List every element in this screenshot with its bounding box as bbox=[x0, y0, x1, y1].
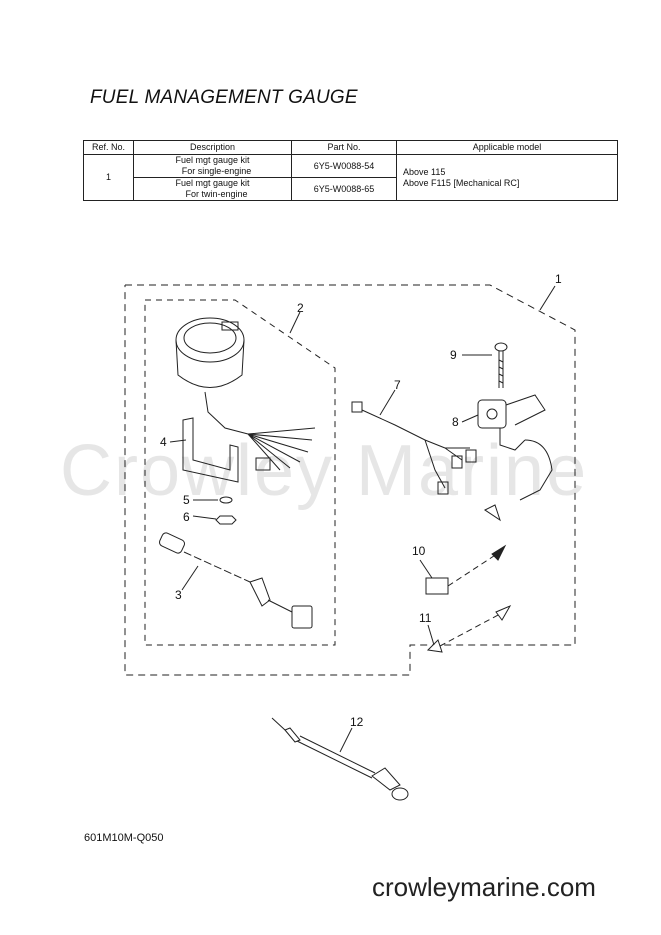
washer-icon bbox=[219, 496, 233, 504]
model-line: Above 115 bbox=[403, 166, 446, 177]
callout-7: 7 bbox=[394, 378, 401, 392]
desc-line: Fuel mgt gauge kit bbox=[175, 155, 250, 165]
desc-subline: For single-engine bbox=[181, 166, 252, 176]
diagram-code: 601M10M-Q050 bbox=[84, 832, 164, 844]
gauge-icon bbox=[175, 317, 316, 471]
screw-icon bbox=[494, 342, 508, 388]
callout-11: 11 bbox=[419, 611, 432, 625]
leader-line bbox=[339, 727, 353, 753]
desc-subline: For twin-engine bbox=[185, 189, 248, 199]
table-row: Fuel mgt gauge kit For twin-engine 6Y5-W… bbox=[84, 177, 618, 201]
callout-3: 3 bbox=[175, 588, 182, 602]
harness-icon bbox=[351, 401, 477, 495]
callout-4: 4 bbox=[160, 435, 167, 449]
bracket-icon bbox=[182, 417, 239, 483]
callout-6: 6 bbox=[183, 510, 190, 524]
leader-line bbox=[169, 439, 187, 443]
desc-line: Fuel mgt gauge kit bbox=[175, 178, 250, 188]
callout-5: 5 bbox=[183, 493, 190, 507]
kit-boundary bbox=[124, 284, 576, 676]
gauge-group-boundary bbox=[144, 299, 336, 646]
callout-1: 1 bbox=[555, 272, 562, 286]
page-title: FUEL MANAGEMENT GAUGE bbox=[90, 87, 358, 108]
callout-9: 9 bbox=[450, 348, 457, 362]
leader-line bbox=[539, 285, 556, 311]
desc-cell: Fuel mgt gauge kit For twin-engine bbox=[133, 177, 292, 201]
temperature-probe-icon bbox=[271, 717, 409, 801]
callout-8: 8 bbox=[452, 415, 459, 429]
model-cell: Above 115 Above F115 [Mechanical RC] bbox=[396, 154, 618, 201]
flow-sensor-icon bbox=[477, 394, 553, 522]
leader-line bbox=[461, 414, 479, 423]
sensor-cable-icon bbox=[158, 532, 313, 629]
callout-12: 12 bbox=[350, 715, 364, 729]
wire-lead-icon bbox=[426, 604, 512, 653]
part-no-cell: 6Y5-W0088-54 bbox=[291, 154, 397, 178]
nut-icon bbox=[215, 515, 237, 525]
callout-2: 2 bbox=[297, 301, 304, 315]
footer-site: crowleymarine.com bbox=[372, 872, 596, 902]
callout-10: 10 bbox=[412, 544, 426, 558]
parts-table: Ref. No. Description Part No. Applicable… bbox=[83, 140, 618, 201]
desc-cell: Fuel mgt gauge kit For single-engine bbox=[133, 154, 292, 178]
part-no-cell: 6Y5-W0088-65 bbox=[291, 177, 397, 201]
watermark: Crowley Marine bbox=[60, 431, 589, 511]
leader-line bbox=[379, 389, 396, 416]
leader-line bbox=[427, 624, 435, 646]
table-row: 1 Fuel mgt gauge kit For single-engine 6… bbox=[83, 154, 618, 201]
model-line: Above F115 [Mechanical RC] bbox=[403, 177, 520, 188]
leader-line bbox=[419, 559, 433, 579]
leader-line bbox=[181, 565, 199, 591]
ref-cell: 1 bbox=[83, 154, 134, 201]
leader-line bbox=[289, 311, 301, 334]
leader-line bbox=[192, 515, 217, 520]
connector-icon bbox=[425, 544, 507, 595]
